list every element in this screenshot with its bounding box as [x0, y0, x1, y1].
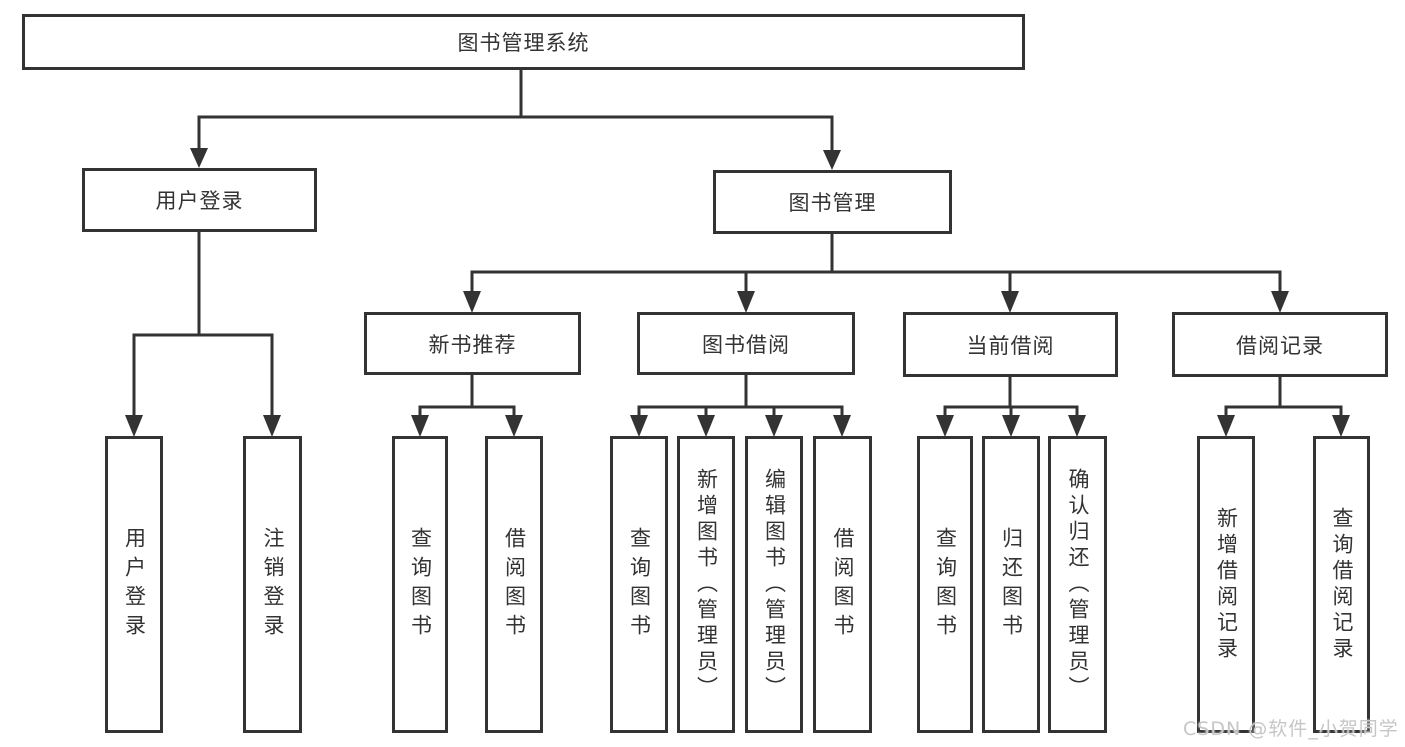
- arrowheads-borrow-record-branch: [1217, 415, 1350, 437]
- node-leaf-confirm-return-admin: 确认归还（管理员）: [1048, 436, 1107, 733]
- node-leaf-query-book-2: 查询图书: [610, 436, 668, 733]
- arrowheads-book-mgmt-branch: [463, 291, 1289, 313]
- node-leaf-return-book: 归还图书: [982, 436, 1040, 733]
- connectors-root-to-level2: [197, 68, 834, 154]
- node-leaf-edit-book-admin: 编辑图书（管理员）: [745, 436, 803, 733]
- arrowheads-user-login-branch: [125, 415, 281, 437]
- connectors-current-borrow-branch: [943, 375, 1079, 419]
- arrowheads-new-book-branch: [411, 415, 523, 437]
- node-leaf-add-borrow-record: 新增借阅记录: [1197, 436, 1255, 733]
- node-leaf-add-book-admin: 新增图书（管理员）: [677, 436, 735, 733]
- node-new-book-recommend: 新书推荐: [364, 312, 581, 375]
- node-book-management: 图书管理: [713, 170, 952, 234]
- node-leaf-query-borrow-record: 查询借阅记录: [1313, 436, 1370, 733]
- arrowheads-book-borrow-branch: [630, 415, 851, 437]
- node-leaf-query-book-3: 查询图书: [917, 436, 973, 733]
- node-root: 图书管理系统: [22, 14, 1025, 70]
- connectors-user-login-branch: [132, 230, 274, 418]
- node-user-login: 用户登录: [82, 168, 317, 232]
- node-leaf-borrow-book-1: 借阅图书: [485, 436, 543, 733]
- arrowheads-root-to-level2: [190, 148, 841, 170]
- node-leaf-logout: 注销登录: [243, 436, 302, 733]
- watermark-text: CSDN @软件_小贺同学: [1183, 718, 1399, 740]
- node-leaf-user-login: 用户登录: [105, 436, 163, 733]
- node-current-borrow: 当前借阅: [903, 312, 1118, 377]
- arrowheads-current-borrow-branch: [936, 415, 1086, 437]
- connectors-new-book-branch: [418, 373, 516, 419]
- connectors-book-borrow-branch: [637, 373, 844, 419]
- node-leaf-query-book-1: 查询图书: [392, 436, 448, 733]
- connectors-borrow-record-branch: [1224, 375, 1343, 419]
- node-leaf-borrow-book-2: 借阅图书: [813, 436, 872, 733]
- node-book-borrow: 图书借阅: [637, 312, 855, 375]
- connectors-book-mgmt-branch: [470, 232, 1282, 295]
- node-borrow-records: 借阅记录: [1172, 312, 1388, 377]
